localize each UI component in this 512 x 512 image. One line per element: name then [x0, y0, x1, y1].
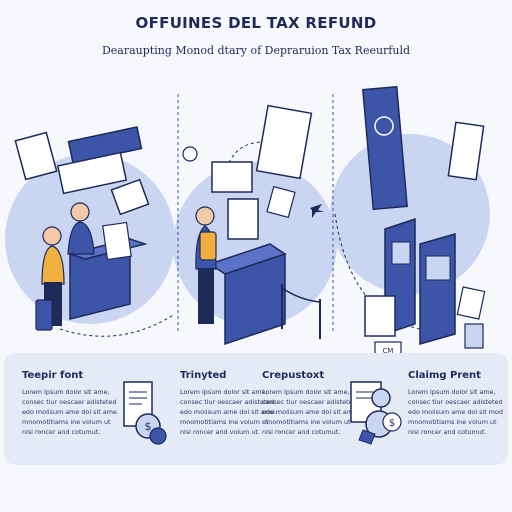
process-illustration: CM [5, 85, 490, 354]
passenger-legs [198, 268, 214, 324]
step-1-body: Lorem ipsum dolor sit ame, consec tiur o… [22, 387, 132, 437]
traveler-body [41, 245, 65, 285]
tax-document [255, 104, 313, 180]
clipboard-doc [447, 121, 485, 181]
step-2-line-5: nisi roncer and volum ut. [180, 428, 260, 436]
step-1-line-5: nisi roncer and cotumut. [22, 428, 101, 436]
step-4-heading: Claimg Prent [408, 370, 481, 381]
step-2-line-3: edo moiisum ame dol sit ame. [180, 408, 277, 416]
step-4-body: Lorem ipsum dolor sit ame, consec tiur o… [408, 387, 512, 437]
step-4: Claimg Prent Lorem ipsum dolor sit ame, … [408, 370, 512, 437]
ticket-stack [464, 323, 484, 349]
step-2-line-4: mnomotitiams ine volum ut [180, 418, 269, 426]
step-2-body: Lorem ipsum dolor sit ame, consec tiur o… [180, 387, 290, 437]
passport-slip [110, 178, 150, 216]
kiosk-left-screen [391, 241, 411, 265]
kiosk-right-screen [425, 255, 451, 281]
step-3-heading: Crepustoxt [262, 370, 325, 381]
boarding-card [14, 131, 58, 181]
step-1: Teepir font Lorem ipsum dolor sit ame, c… [22, 370, 132, 437]
passport-banner [362, 85, 408, 211]
location-pin-icon [182, 146, 198, 162]
queue-rope [281, 287, 321, 303]
step-2-line-1: Lorem ipsum dolor sit ame, [180, 388, 268, 396]
airline-ticket-2 [56, 151, 128, 195]
step-4-line-3: edo moiisum ame dol sit mod [408, 408, 503, 416]
page-subtitle: Dearaupting Monod dtary of Depraruion Ta… [101, 44, 411, 57]
monitor-screen-2 [227, 198, 259, 240]
small-ticket [456, 286, 486, 320]
svg-text:$: $ [145, 420, 152, 433]
tax-document-coins-icon: $ [350, 381, 402, 445]
step-3-line-3: edo moiisum ame dol sit ame. [262, 408, 359, 416]
refund-tag [374, 341, 402, 354]
step-3-line-1: Lorem ipsum dolor sit ame, [262, 388, 350, 396]
step-4-line-1: Lorem ipsum dolor sit ame, [408, 388, 496, 396]
clerk-body [67, 221, 95, 255]
suitcase [35, 299, 53, 331]
passenger-head [195, 206, 215, 226]
flow-arrow-3 [334, 213, 421, 330]
step-1-line-4: mnomotitiams ine volum ut [22, 418, 111, 426]
monitor-screen [211, 161, 253, 193]
desk-document [102, 221, 132, 261]
step-4-line-4: mnomotitiams ine volum ut [408, 418, 497, 426]
backpack [199, 231, 217, 261]
step-3: Crepustoxt Lorem ipsum dolor sit ame, co… [262, 370, 372, 437]
step-3-line-5: nisi roncer and cotumut. [262, 428, 341, 436]
page-title: OFFUINES DEL TAX REFUND [135, 14, 377, 32]
receipt-coins-icon: $ [123, 381, 167, 445]
refund-receipt [364, 295, 396, 337]
step-4-line-5: nisi roncer and cotumut. [408, 428, 487, 436]
clerk-head [70, 202, 90, 222]
flow-arrow-1 [59, 313, 176, 337]
step-2-heading: Trinyted [180, 370, 227, 381]
receipt-slip [266, 185, 296, 219]
kiosk-right [419, 233, 456, 345]
plane-icon [310, 204, 324, 218]
step-1-line-3: edo moiisum ame dol sit ame. [22, 408, 119, 416]
step-2: Trinyted Lorem ipsum dolor sit ame, cons… [180, 370, 290, 437]
step-3-line-2: consec tiur oescaer adisteted [262, 398, 357, 406]
customs-counter-top [208, 243, 287, 275]
step-1-heading: Teepir font [22, 370, 84, 381]
step-4-line-2: consec tiur oescaer adisteted [408, 398, 503, 406]
steps-panel [4, 353, 508, 465]
globe-icon [374, 116, 394, 136]
svg-text:$: $ [389, 418, 395, 429]
step-2-line-2: consec tiur oescaer adisteted [180, 398, 275, 406]
refund-tag-label: CM [383, 347, 394, 354]
step-3-body: Lorem ipsum dolor sit ame, consec tiur o… [262, 387, 372, 437]
step-1-line-1: Lorem ipsum dolor sit ame, [22, 388, 110, 396]
step-3-line-4: mnomotitiams ine volum ut [262, 418, 351, 426]
traveler-head [42, 226, 62, 246]
step-1-line-2: consec tiur oescaer adisteted [22, 398, 117, 406]
